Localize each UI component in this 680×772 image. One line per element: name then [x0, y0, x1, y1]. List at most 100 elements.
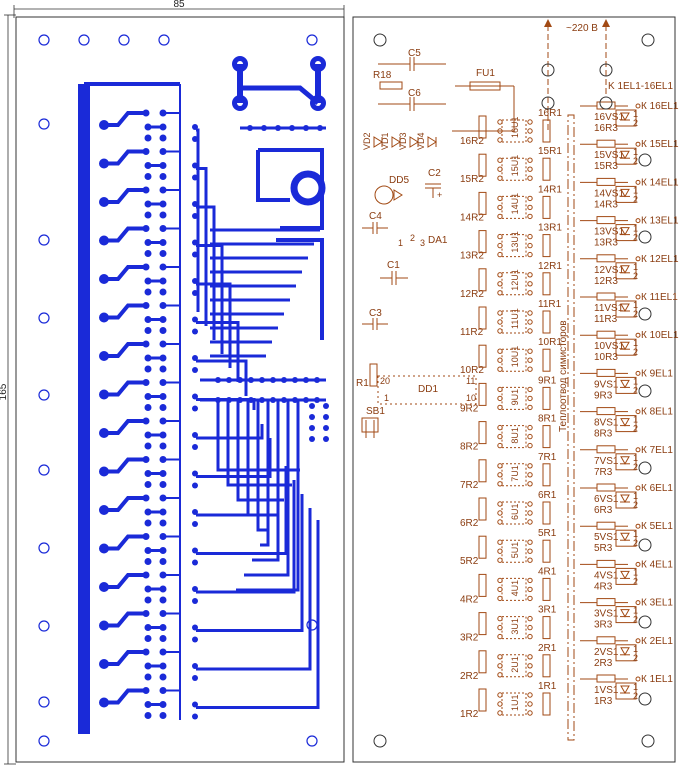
channel-trace — [104, 419, 146, 435]
r1-label: 2R1 — [538, 643, 557, 654]
r1-label: 1R1 — [538, 681, 557, 692]
triac-icon — [620, 303, 630, 313]
triac-icon — [620, 685, 630, 695]
u1-pin — [527, 510, 533, 516]
u1-pin — [527, 557, 533, 563]
pad — [309, 414, 315, 420]
k-label: К 9EL1 — [641, 368, 673, 379]
pad — [159, 288, 167, 296]
k-label: К 15EL1 — [641, 139, 679, 150]
channel-trace — [104, 496, 146, 512]
r3-label: 6R3 — [594, 505, 613, 516]
u1-pin — [527, 519, 533, 525]
r3-label: 5R3 — [594, 543, 613, 554]
triac-icon — [620, 265, 630, 274]
vs1-pin-1: 1 — [633, 376, 638, 386]
diode-icon — [391, 136, 401, 148]
dd1-pin-1: 1 — [384, 393, 389, 403]
pad — [281, 377, 287, 383]
vs1-triac-outline — [615, 224, 637, 242]
signal-trace — [196, 205, 216, 340]
pad — [142, 494, 150, 502]
r3-resistor-icon — [596, 521, 616, 530]
r3-resistor-icon — [596, 483, 616, 492]
pad — [159, 173, 167, 180]
k-pad — [635, 600, 641, 606]
vs1-pin-2: 2 — [633, 576, 638, 586]
r2-label: 10R2 — [460, 365, 484, 376]
pad — [309, 425, 315, 431]
r1-resistor-icon — [542, 577, 551, 601]
pad — [248, 397, 254, 403]
vs1-triac-outline — [615, 109, 637, 127]
k-pad — [635, 218, 641, 224]
u1-pin — [527, 586, 533, 593]
mounting-hole-icon — [38, 542, 50, 554]
vs1-pin-1: 1 — [633, 185, 638, 195]
signal-trace — [260, 400, 270, 547]
signal-trace — [196, 520, 320, 709]
r2-resistor-icon — [478, 115, 487, 139]
r1-resistor-icon — [542, 425, 551, 449]
ground-bus-trace — [78, 84, 90, 734]
mains-label: ~220 В — [566, 23, 598, 34]
vs1-pin-1: 1 — [633, 262, 638, 272]
u1-label: 10U1 — [510, 346, 520, 368]
u1-pin — [527, 395, 533, 402]
signal-trace — [196, 321, 240, 382]
pad — [144, 558, 152, 565]
channel-trace — [104, 303, 146, 320]
dd1-pin-11: 11 — [466, 376, 475, 386]
mounting-hole-icon — [38, 464, 50, 476]
da1-pin-2: 2 — [410, 233, 415, 243]
silk-mounting-hole-icon — [641, 33, 655, 47]
vs1-pin-1: 1 — [633, 682, 638, 692]
r1-resistor-icon — [542, 692, 551, 716]
vs1-pin-2: 2 — [633, 118, 638, 128]
pad — [142, 225, 150, 232]
triac-icon — [620, 379, 630, 389]
u1-pin — [527, 654, 533, 660]
r3-label: 11R3 — [594, 314, 618, 325]
r2-resistor-icon — [478, 230, 487, 254]
pad — [144, 134, 152, 142]
vs1-pin-1: 1 — [633, 529, 638, 539]
channel-trace — [104, 457, 146, 474]
channel-trace — [104, 650, 146, 666]
bridge-diode-label: VD4 — [416, 132, 426, 150]
vs1-label: 1VS1 — [594, 685, 619, 696]
u1-pin — [497, 510, 503, 516]
c6-capacitor-icon — [378, 97, 446, 111]
u1-pin — [497, 586, 503, 593]
pad — [142, 648, 150, 656]
mounting-hole-icon — [38, 312, 50, 324]
k-pad — [635, 332, 641, 338]
pad — [226, 397, 232, 403]
r1-label: 10R1 — [538, 337, 562, 348]
r1-label: 9R1 — [538, 375, 557, 386]
u1-pin — [527, 386, 533, 393]
u1-pin — [527, 404, 533, 411]
u1-pin — [497, 501, 503, 507]
r1-resistor-icon — [369, 363, 378, 387]
pad — [159, 365, 167, 373]
channel-trace — [104, 534, 146, 551]
pad — [144, 635, 152, 642]
u1-pin — [497, 395, 503, 402]
pad — [144, 365, 152, 373]
pad — [281, 397, 287, 403]
pad — [144, 327, 152, 334]
r2-resistor-icon — [478, 573, 487, 597]
silk-hole-icon — [638, 153, 652, 167]
vs1-pin-2: 2 — [633, 424, 638, 434]
u1-label: 14U1 — [510, 193, 520, 215]
r2-resistor-icon — [478, 421, 487, 445]
u1-pin — [497, 548, 503, 554]
vs1-label: 11VS1 — [594, 303, 624, 314]
r2-label: 7R2 — [460, 480, 479, 491]
silk-hole-icon — [638, 384, 652, 398]
u1-pin — [527, 357, 533, 363]
pad — [248, 377, 254, 383]
